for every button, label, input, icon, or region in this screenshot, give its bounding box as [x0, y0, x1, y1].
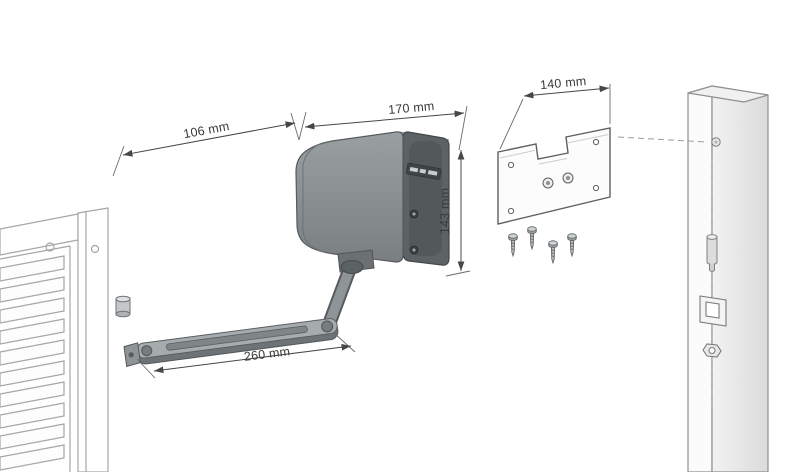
gate-panel — [0, 207, 109, 472]
motor-output-shaft — [340, 260, 364, 274]
extension-line — [499, 84, 611, 150]
gate-slat — [0, 318, 65, 345]
anchor-pin-body — [706, 237, 718, 265]
anchor-pin — [706, 234, 718, 272]
gate-hole — [45, 242, 55, 252]
brand-label-mark — [427, 170, 438, 176]
dimension-143: 143 mm — [438, 150, 471, 277]
motor-front-face — [295, 131, 404, 263]
dimension-line — [153, 343, 352, 374]
post-left-face — [687, 85, 713, 472]
brand-label-mark — [419, 168, 427, 174]
anchor-clamp-slot — [705, 301, 720, 319]
bracket-hole-small — [592, 184, 600, 192]
gate-slat — [0, 381, 65, 408]
anchor-pin-head — [706, 234, 718, 240]
anchor-pin-tip — [709, 263, 715, 272]
anchor-nut-hole — [708, 346, 716, 355]
gate-slat — [0, 297, 65, 324]
gate-mid-rail-line — [0, 245, 71, 260]
motor-screw-center — [412, 248, 416, 252]
gate-slat — [0, 402, 65, 429]
bracket-axis-dashed-line — [617, 136, 707, 143]
mounting-post — [687, 85, 769, 472]
gate-stile — [77, 207, 109, 472]
dim-label-motor-length: 170 mm — [388, 99, 435, 117]
bracket-hole-small — [592, 138, 600, 146]
gate-slat — [0, 423, 65, 450]
brand-label — [406, 162, 442, 180]
gate-slat — [0, 276, 65, 303]
dimension-140: 140 mm — [499, 74, 611, 150]
motor-screw-center — [412, 212, 416, 216]
gate-slat — [0, 339, 65, 366]
dimension-260: 260 mm — [136, 331, 356, 379]
bracket-stud — [546, 181, 550, 185]
dimension-170: 170 mm — [298, 99, 468, 151]
post-pilot-hole-center — [714, 140, 718, 144]
gate-hole — [90, 244, 100, 254]
bracket-stud — [566, 176, 570, 180]
gate-hinge-cap — [115, 295, 131, 303]
dimension-line — [122, 121, 296, 157]
motor-cap-seam — [302, 142, 325, 253]
bracket-fold-line — [499, 134, 609, 165]
bracket-hole-small — [507, 207, 515, 215]
extension-line — [136, 331, 356, 379]
dim-label-bracket-width: 140 mm — [540, 74, 587, 92]
gate-slat — [0, 444, 65, 471]
arm-gate-pivot — [128, 352, 134, 358]
gate-hinge-base — [115, 310, 131, 318]
dimension-line — [523, 85, 610, 99]
anchor-clamp — [699, 295, 727, 327]
gate-slat — [0, 360, 65, 387]
dimension-line — [304, 110, 465, 130]
post-front-face — [711, 85, 769, 472]
post-top-face — [687, 85, 769, 103]
brand-label-mark — [409, 166, 419, 173]
dim-label-arm-length: 260 mm — [243, 344, 291, 364]
bracket-hole-small — [507, 161, 515, 169]
extension-line — [445, 270, 471, 277]
arm-front-pivot — [141, 345, 153, 357]
arm-elbow-joint — [321, 320, 334, 333]
anchor-nut — [702, 343, 722, 358]
arm-rear-link — [323, 263, 355, 332]
gate-slat — [0, 255, 65, 282]
gate-hinge — [115, 295, 131, 318]
mounting-bracket — [497, 127, 611, 225]
dim-label-motor-height: 143 mm — [438, 188, 452, 234]
extension-line — [112, 112, 300, 177]
motor-unit — [295, 131, 450, 273]
